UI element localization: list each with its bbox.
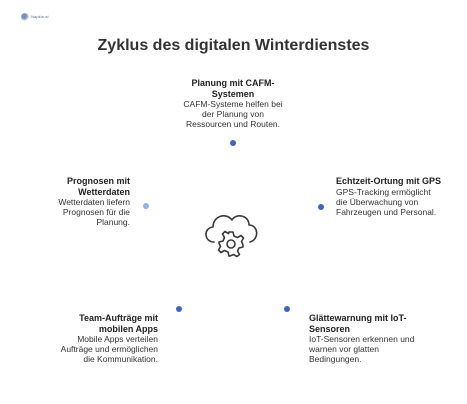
node-title-line: Prognosen mit — [66, 176, 130, 186]
node-dot-bottom-right — [284, 306, 290, 312]
node-desc-line: GPS-Tracking ermöglicht — [336, 186, 431, 197]
node-weather-forecast: Prognosen mit Wetterdaten Wetterdaten li… — [30, 176, 130, 228]
node-desc-line: die Überwachung von — [336, 196, 419, 207]
node-dot-left — [143, 203, 149, 209]
node-desc-line: Mobile Apps verteilen — [77, 334, 158, 344]
node-team-mobile-apps: Team-Aufträge mit mobilen Apps Mobile Ap… — [30, 313, 158, 365]
node-iot-ice-warning: Glättewarnung mit IoT- Sensoren IoT-Sens… — [309, 313, 439, 365]
node-title-line: Echtzeit-Ortung mit GPS — [336, 176, 442, 186]
node-desc-line: Ressourcen und Routen. — [185, 119, 281, 130]
node-dot-bottom-left — [176, 306, 182, 312]
diagram-title: Zyklus des digitalen Winterdienstes — [97, 37, 370, 54]
node-desc-line: Prognosen für die Planung. — [62, 207, 130, 228]
node-dot-right — [318, 204, 324, 210]
node-title-line: mobilen Apps — [98, 323, 158, 334]
node-desc-line: Aufträge und ermöglichen — [60, 344, 158, 355]
logo-mark-icon — [21, 12, 29, 21]
node-desc-line: Bedingungen. — [309, 354, 362, 365]
node-title-line: Systemen — [211, 88, 255, 99]
node-title-line: Sensoren — [309, 323, 351, 334]
node-title-line: Wetterdaten — [78, 186, 130, 197]
node-desc-line: die Kommunikation. — [83, 354, 158, 365]
logo-text: Napkin.ai — [31, 13, 49, 19]
node-gps-tracking: Echtzeit-Ortung mit GPS GPS-Tracking erm… — [336, 176, 456, 217]
node-desc-line: der Planung von — [202, 109, 264, 120]
node-desc-line: warnen vor glatten — [309, 344, 379, 355]
logo: Napkin.ai — [21, 12, 51, 21]
node-title-line: Team-Aufträge mit — [79, 313, 158, 323]
cloud-gear-icon — [205, 215, 258, 258]
node-cafm-planning: Planung mit CAFM- Systemen CAFM-Systeme … — [168, 78, 298, 130]
node-dot-top — [230, 140, 236, 146]
node-title-line: Glättewarnung mit IoT- — [309, 313, 407, 323]
node-desc-line: Fahrzeugen und Personal. — [336, 206, 437, 217]
node-desc-line: CAFM-Systeme helfen bei — [183, 99, 283, 109]
node-desc-line: Wetterdaten liefern — [58, 197, 130, 207]
node-desc-line: IoT-Sensoren erkennen und — [309, 334, 415, 344]
node-title-line: Planung mit CAFM- — [191, 78, 275, 88]
